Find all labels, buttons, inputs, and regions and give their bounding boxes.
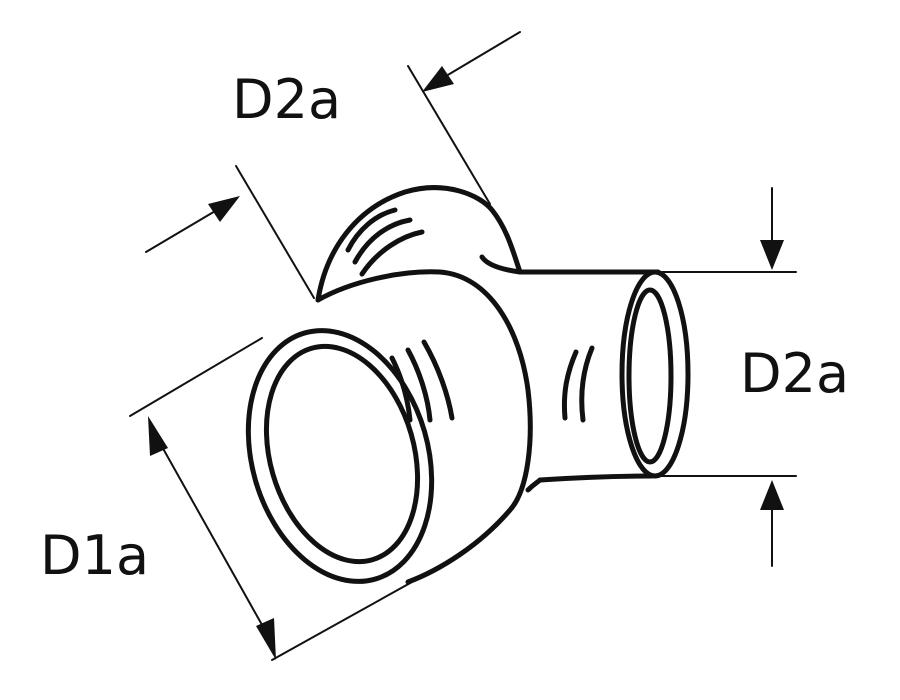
- upper-branch-pipe: [315, 185, 523, 303]
- right-pipe: [517, 269, 691, 483]
- dimension-right: D2a: [651, 187, 849, 567]
- left-large-pipe: [245, 269, 543, 585]
- dimension-top: D2a: [145, 31, 521, 299]
- label-left-d1a: D1a: [40, 524, 149, 587]
- label-right-d2a: D2a: [740, 342, 849, 405]
- dimension-left: D1a: [40, 337, 413, 661]
- label-top-d2a: D2a: [232, 68, 341, 131]
